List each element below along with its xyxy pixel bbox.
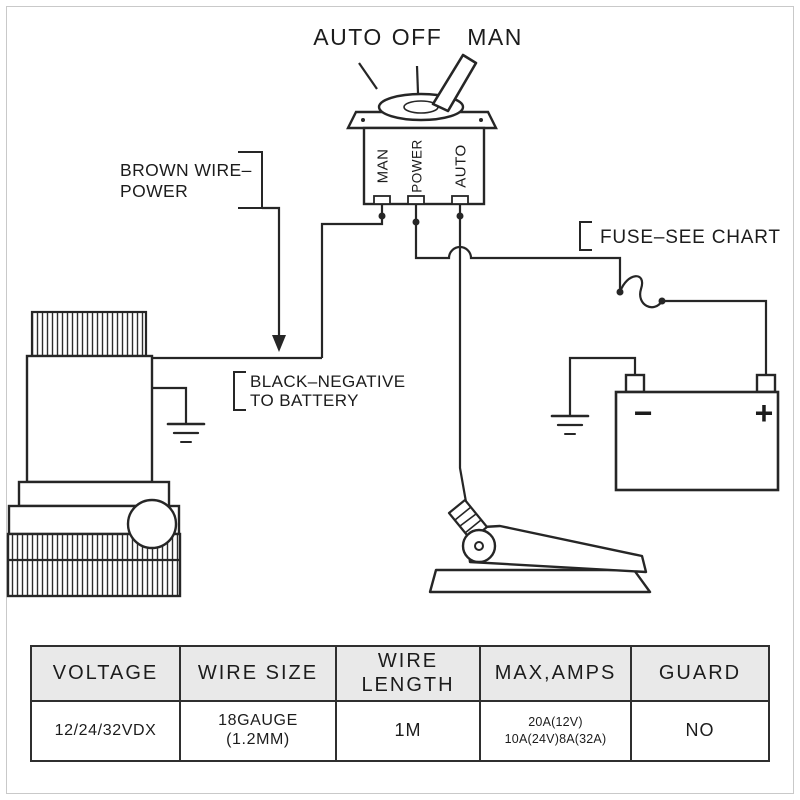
brown-wire-label-line1: BROWN WIRE–	[120, 160, 252, 180]
float-switch-hinge-pin	[474, 541, 484, 551]
brown-wire-label-line2: POWER	[120, 181, 188, 201]
col-header-wire-length: WIRE LENGTH	[335, 647, 479, 700]
col-header-max-amps: MAX,AMPS	[479, 647, 630, 700]
col-header-wire-size: WIRE SIZE	[179, 647, 335, 700]
battery: − +	[614, 373, 780, 492]
wire-pump-negative-to-ground	[152, 386, 188, 424]
terminal-dot-man	[378, 212, 386, 220]
terminal-tab-auto	[451, 195, 469, 205]
switch-position-labels: AUTO OFF MAN	[313, 24, 523, 94]
wire-man-to-pump	[320, 216, 384, 358]
battery-terminal-positive	[755, 373, 777, 394]
fuse-annotation: FUSE–SEE CHART	[579, 221, 781, 251]
wiring-diagram: AUTO OFF MAN	[6, 24, 781, 598]
black-negative-annotation: BLACK–NEGATIVE TO BATTERY	[233, 371, 406, 411]
terminal-label-man: MAN	[375, 149, 392, 184]
battery-terminal-negative	[624, 373, 646, 394]
black-negative-label-line1: BLACK–NEGATIVE	[250, 372, 406, 391]
wire-battery-negative-to-ground	[568, 356, 637, 416]
battery-body	[614, 390, 780, 492]
terminal-label-auto: AUTO	[453, 144, 470, 187]
brown-wire-arrow-line	[262, 206, 281, 337]
ground-symbol-battery	[550, 414, 590, 435]
wiring	[152, 216, 768, 503]
terminal-dot-power	[412, 218, 420, 226]
terminal-tab-man	[373, 195, 391, 205]
bilge-pump	[6, 310, 182, 598]
pump-outlet	[126, 498, 178, 550]
col-header-voltage: VOLTAGE	[32, 647, 179, 700]
black-negative-bracket	[233, 371, 246, 411]
auto-position-tick	[358, 62, 378, 90]
float-switch	[428, 498, 652, 594]
rocker-switch: MAN POWER AUTO	[346, 53, 498, 226]
cell-guard: NO	[630, 700, 768, 760]
wire-fuse-to-battery-positive	[662, 299, 768, 375]
brown-wire-arrow-head	[272, 335, 286, 352]
cell-wire-size: 18GAUGE (1.2MM)	[179, 700, 335, 760]
label-man: MAN	[467, 24, 523, 50]
off-position-tick	[415, 65, 420, 94]
black-negative-label-line2: TO BATTERY	[250, 391, 359, 410]
terminal-dot-auto	[456, 212, 464, 220]
fuse-terminal-right	[658, 297, 666, 305]
connector-hatch-line	[459, 513, 477, 527]
plate-screw-left	[361, 118, 365, 122]
specification-table: VOLTAGE WIRE SIZE WIRE LENGTH MAX,AMPS G…	[30, 645, 770, 762]
connector-hatch-line	[454, 506, 472, 521]
terminal-tab-power	[407, 195, 425, 205]
pump-body	[25, 354, 154, 484]
plate-screw-right	[479, 118, 483, 122]
col-header-guard: GUARD	[630, 647, 768, 700]
wire-auto-to-float-switch	[458, 216, 468, 503]
fuse-element	[618, 275, 663, 309]
terminal-label-power: POWER	[410, 139, 425, 193]
fuse-terminal-left	[616, 288, 624, 296]
label-auto: AUTO	[313, 24, 382, 50]
fuse-bracket	[579, 221, 592, 251]
switch-lever	[431, 53, 478, 113]
ground-symbol-pump	[166, 422, 206, 443]
battery-minus-symbol: −	[634, 395, 653, 431]
wire-power-to-fuse	[414, 222, 622, 289]
brown-wire-bracket	[238, 151, 263, 209]
cell-max-amps: 20A(12V) 10A(24V)8A(32A)	[479, 700, 630, 760]
cell-voltage: 12/24/32VDX	[32, 700, 179, 760]
battery-plus-symbol: +	[755, 395, 774, 431]
float-switch-base	[428, 568, 652, 594]
brown-wire-annotation: BROWN WIRE– POWER	[120, 151, 286, 352]
fuse-label: FUSE–SEE CHART	[600, 227, 781, 248]
label-off: OFF	[392, 24, 443, 50]
pump-motor-top	[30, 310, 148, 358]
connector-hatch-line	[464, 519, 482, 534]
cell-wire-length: 1M	[335, 700, 479, 760]
